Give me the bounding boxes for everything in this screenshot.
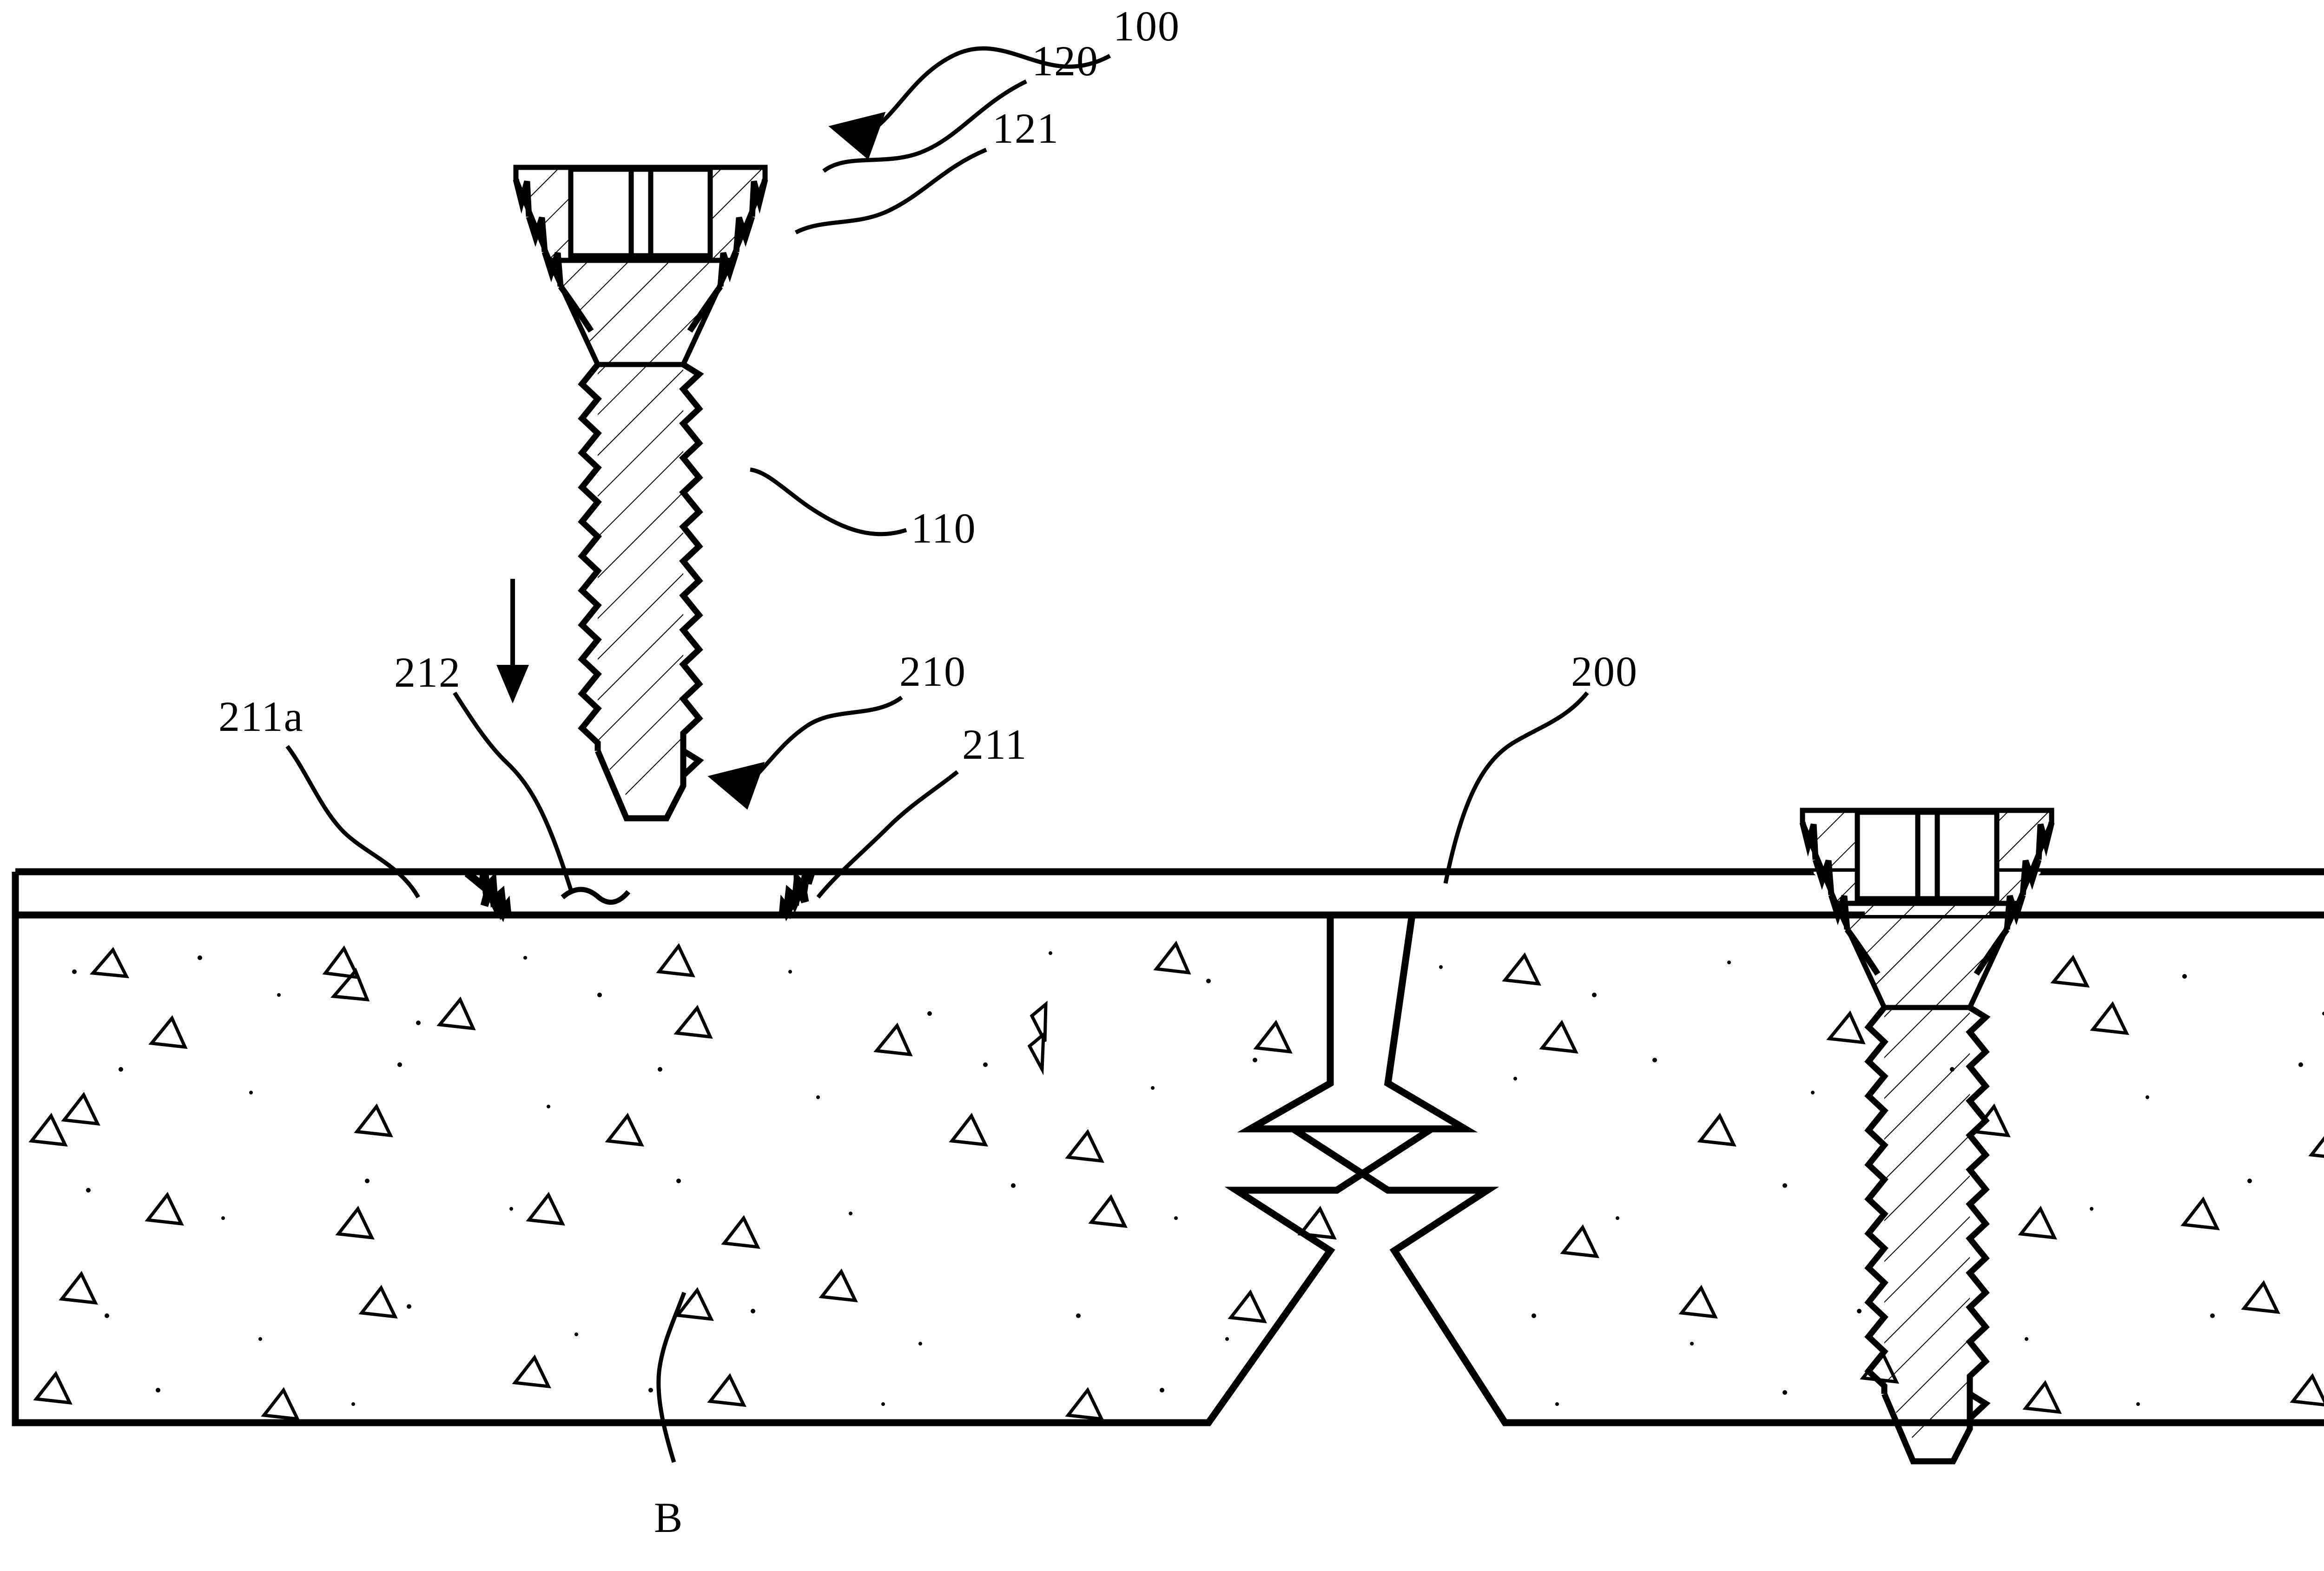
insertion-arrow xyxy=(496,579,529,703)
reference-numeral-212: 212 xyxy=(394,649,461,696)
reference-numeral-210: 210 xyxy=(899,648,966,695)
reference-numeral-200: 200 xyxy=(1571,648,1638,695)
leader-lines xyxy=(285,46,1589,1463)
reference-numeral-100: 100 xyxy=(1113,2,1180,50)
screw-installed-2 xyxy=(1989,868,2324,919)
reference-numeral-211a: 211a xyxy=(218,693,304,740)
reference-numeral-120: 120 xyxy=(1032,37,1099,85)
reference-numeral-B: B xyxy=(654,1494,684,1541)
concrete-substrate xyxy=(12,911,2324,1426)
screw-floating xyxy=(516,167,765,818)
reference-numeral-110: 110 xyxy=(911,504,977,552)
aggregate-particles xyxy=(28,941,2324,1421)
aggregate-speckle xyxy=(72,951,2324,1406)
reference-numeral-121: 121 xyxy=(992,105,1059,152)
reference-numeral-211: 211 xyxy=(962,721,1028,768)
leader-arrowheads xyxy=(707,112,886,810)
